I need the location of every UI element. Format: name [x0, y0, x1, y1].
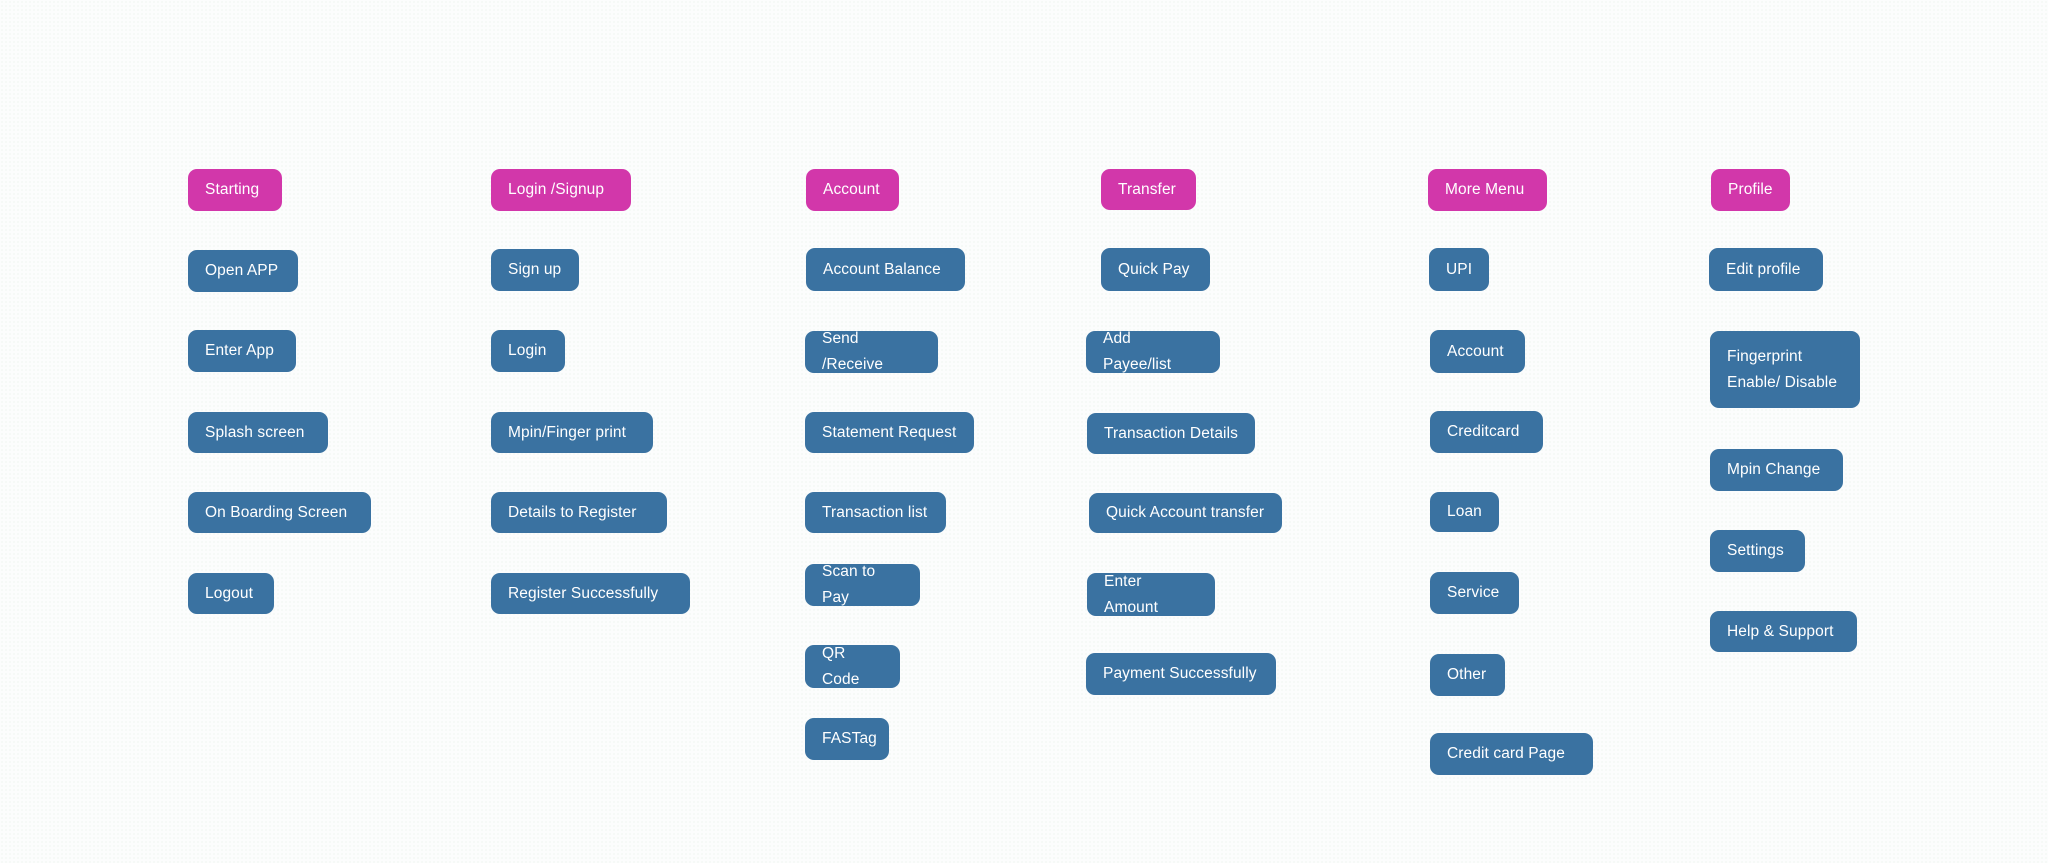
node-sign-up[interactable]: Sign up: [491, 249, 579, 291]
node-loan[interactable]: Loan: [1430, 492, 1499, 532]
node-mpin-change[interactable]: Mpin Change: [1710, 449, 1843, 491]
node-logout[interactable]: Logout: [188, 573, 274, 614]
node-creditcard[interactable]: Creditcard: [1430, 411, 1543, 453]
node-transaction-details[interactable]: Transaction Details: [1087, 413, 1255, 454]
node-service[interactable]: Service: [1430, 572, 1519, 614]
node-settings[interactable]: Settings: [1710, 530, 1805, 572]
node-send-receive[interactable]: Send /Receive: [805, 330, 938, 373]
node-scan-to-pay[interactable]: Scan to Pay: [805, 563, 920, 606]
node-credit-card-page[interactable]: Credit card Page: [1430, 733, 1593, 775]
node-edit-profile[interactable]: Edit profile: [1709, 248, 1823, 291]
node-quick-pay[interactable]: Quick Pay: [1101, 248, 1210, 291]
node-on-boarding-screen[interactable]: On Boarding Screen: [188, 492, 371, 533]
node-splash-screen[interactable]: Splash screen: [188, 412, 328, 453]
node-quick-account-transfer[interactable]: Quick Account transfer: [1089, 493, 1282, 533]
node-more-menu[interactable]: More Menu: [1428, 169, 1547, 211]
node-transfer[interactable]: Transfer: [1101, 169, 1196, 210]
node-account[interactable]: Account: [806, 169, 899, 211]
node-register-successfully[interactable]: Register Successfully: [491, 573, 690, 614]
node-account-balance[interactable]: Account Balance: [806, 248, 965, 291]
node-fastag[interactable]: FASTag: [805, 718, 889, 760]
node-other[interactable]: Other: [1430, 654, 1505, 696]
node-help-support[interactable]: Help & Support: [1710, 611, 1857, 652]
node-login[interactable]: Login: [491, 330, 565, 372]
node-upi[interactable]: UPI: [1429, 248, 1489, 291]
node-profile[interactable]: Profile: [1711, 169, 1790, 211]
node-transaction-list[interactable]: Transaction list: [805, 492, 946, 533]
node-payment-successfully[interactable]: Payment Successfully: [1086, 653, 1276, 695]
node-open-app[interactable]: Open APP: [188, 250, 298, 292]
node-mpin-finger-print[interactable]: Mpin/Finger print: [491, 412, 653, 453]
node-statement-request[interactable]: Statement Request: [805, 412, 974, 453]
node-enter-amount[interactable]: Enter Amount: [1087, 573, 1215, 616]
node-details-to-register[interactable]: Details to Register: [491, 492, 667, 533]
node-login-signup[interactable]: Login /Signup: [491, 169, 631, 211]
node-starting[interactable]: Starting: [188, 169, 282, 211]
node-qr-code[interactable]: QR Code: [805, 645, 900, 688]
node-account[interactable]: Account: [1430, 330, 1525, 373]
node-enter-app[interactable]: Enter App: [188, 330, 296, 372]
node-fingerprint-enable-disable[interactable]: Fingerprint Enable/ Disable: [1710, 331, 1860, 408]
node-add-payee-list[interactable]: Add Payee/list: [1086, 330, 1220, 373]
